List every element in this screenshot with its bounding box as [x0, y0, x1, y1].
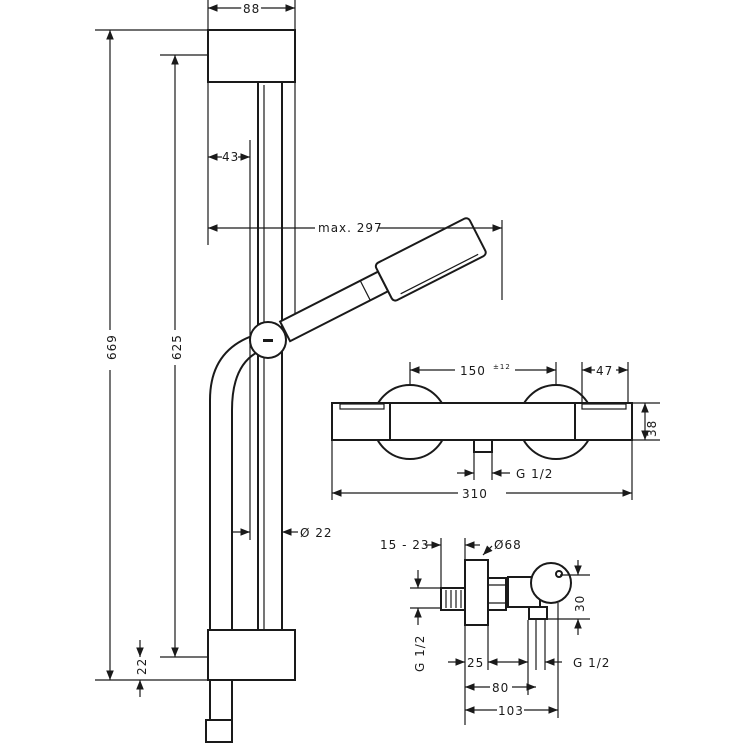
- hose-connector: [205, 719, 233, 743]
- dim-wall-depth: 15 - 23: [380, 538, 430, 552]
- dim-rosette-diameter: Ø68: [494, 538, 522, 552]
- dim-rail-length: 625: [170, 334, 184, 360]
- dim-rail-offset: 43: [222, 150, 239, 164]
- top-bracket: [207, 29, 296, 83]
- dim-total-height: 669: [105, 334, 119, 360]
- dim-center-tolerance: ±12: [493, 363, 511, 371]
- dim-outlet-thread: G 1/2: [516, 467, 553, 481]
- dim-body-height: 38: [645, 420, 659, 437]
- hand-shower: [278, 217, 487, 343]
- dim-80: 80: [492, 681, 509, 695]
- dim-rail-diameter: Ø 22: [300, 526, 333, 540]
- shower-rail-set: [205, 0, 487, 743]
- dim-103: 103: [498, 704, 524, 718]
- thermostat-side-connection: [440, 559, 572, 626]
- dim-30: 30: [573, 595, 587, 612]
- bottom-bracket: [207, 629, 296, 681]
- dim-end-width: 47: [596, 364, 613, 378]
- dim-inlet-thread: G 1/2: [413, 635, 427, 672]
- thermostat-front: [331, 384, 633, 460]
- dim-bottom-offset: 22: [135, 658, 149, 675]
- dim-side-thread: G 1/2: [573, 656, 610, 670]
- dim-25: 25: [467, 656, 484, 670]
- dim-center-distance: 150: [460, 364, 486, 378]
- dim-body-length: 310: [462, 487, 488, 501]
- dim-rail-width: 88: [243, 2, 260, 16]
- dim-max-reach: max. 297: [318, 221, 383, 235]
